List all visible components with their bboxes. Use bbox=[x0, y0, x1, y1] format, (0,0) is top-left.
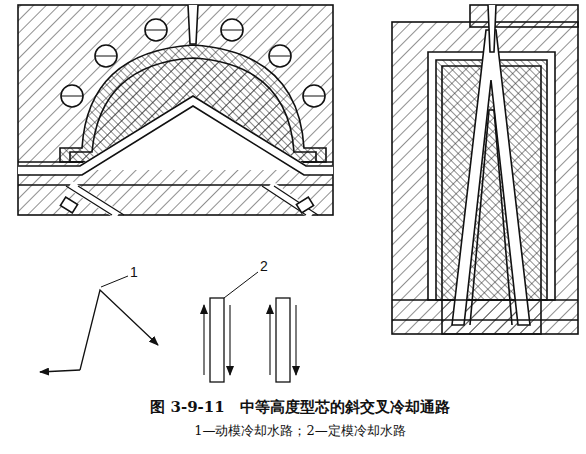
callout-number: 2 bbox=[260, 258, 268, 275]
caption-note: 1—动模冷却水路；2—定模冷却水路 bbox=[194, 423, 406, 439]
callout-number: 1 bbox=[130, 264, 138, 281]
figure-caption: 图 3-9-11 中等高度型芯的斜交叉冷却通路 bbox=[150, 398, 449, 416]
